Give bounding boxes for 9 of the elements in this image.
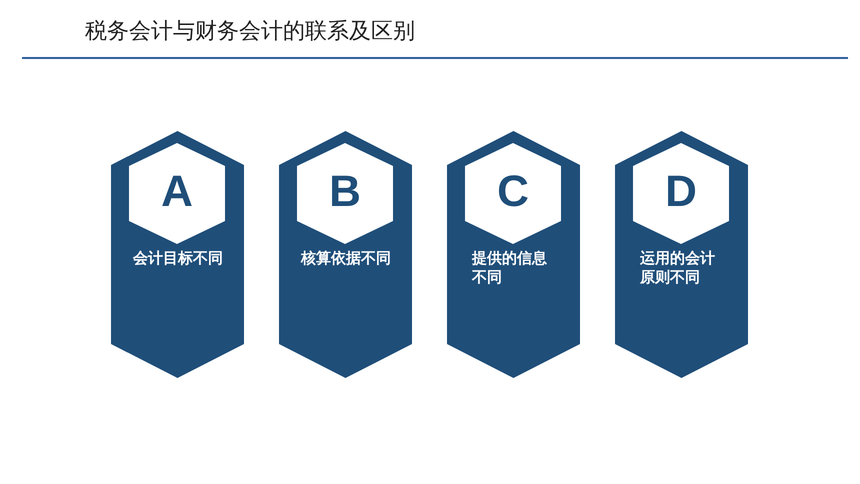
badge-letter: A: [160, 167, 194, 217]
badge-letter: D: [664, 167, 698, 217]
card-text: 提供的信息不同: [472, 249, 548, 287]
card-text: 会计目标不同: [132, 249, 224, 268]
card-text: 核算依据不同: [300, 249, 392, 268]
badge-letter: B: [328, 167, 362, 217]
title: 税务会计与财务会计的联系及区别: [85, 18, 415, 46]
card-text: 运用的会计原则不同: [640, 249, 716, 287]
badge-letter: C: [496, 167, 530, 217]
